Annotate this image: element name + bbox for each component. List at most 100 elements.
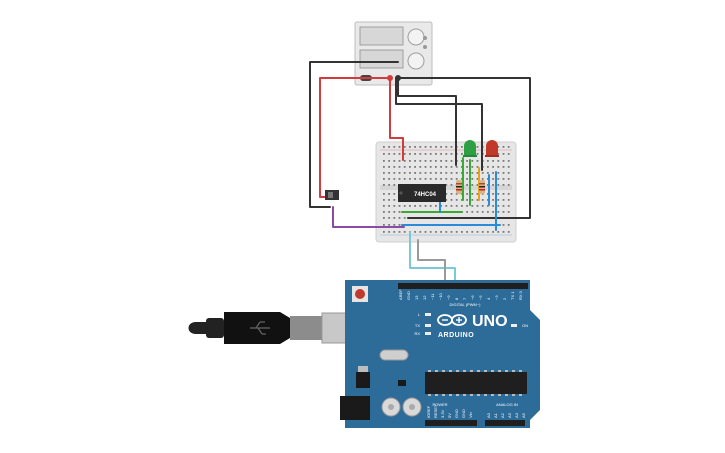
breadboard-hole[interactable]	[502, 205, 505, 207]
breadboard-hole[interactable]	[487, 172, 489, 174]
breadboard-hole[interactable]	[424, 146, 427, 148]
breadboard-hole[interactable]	[403, 217, 406, 219]
breadboard-hole[interactable]	[414, 146, 416, 148]
breadboard-hole[interactable]	[481, 211, 484, 213]
breadboard-hole[interactable]	[455, 166, 458, 168]
breadboard-hole[interactable]	[492, 178, 494, 180]
breadboard-hole[interactable]	[445, 166, 448, 168]
breadboard-hole[interactable]	[466, 172, 468, 174]
breadboard-hole[interactable]	[393, 166, 396, 168]
breadboard-hole[interactable]	[440, 231, 442, 233]
breadboard-hole[interactable]	[393, 172, 396, 174]
wire-red-supply-to-breadboard[interactable]	[389, 77, 404, 161]
breadboard-hole[interactable]	[461, 166, 463, 168]
breadboard-hole[interactable]	[471, 172, 474, 174]
breadboard-hole[interactable]	[388, 146, 390, 148]
breadboard-hole[interactable]	[429, 231, 432, 233]
breadboard-hole[interactable]	[445, 231, 448, 233]
wire-black-to-green-led[interactable]	[397, 77, 457, 166]
breadboard-hole[interactable]	[429, 146, 432, 148]
breadboard-hole[interactable]	[398, 231, 401, 233]
breadboard-hole[interactable]	[476, 211, 479, 213]
breadboard-hole[interactable]	[461, 193, 463, 195]
breadboard-hole[interactable]	[502, 224, 505, 226]
breadboard-hole[interactable]	[403, 205, 406, 207]
breadboard-hole[interactable]	[507, 211, 510, 213]
breadboard-hole[interactable]	[440, 160, 442, 162]
breadboard-hole[interactable]	[497, 160, 500, 162]
breadboard-hole[interactable]	[429, 205, 432, 207]
breadboard-hole[interactable]	[393, 217, 396, 219]
breadboard-hole[interactable]	[461, 231, 463, 233]
wire-cyan-to-arduino[interactable]	[409, 231, 456, 289]
breadboard-hole[interactable]	[492, 231, 494, 233]
breadboard-hole[interactable]	[398, 146, 401, 148]
breadboard-hole[interactable]	[445, 172, 448, 174]
breadboard-hole[interactable]	[466, 205, 468, 207]
breadboard-hole[interactable]	[409, 172, 411, 174]
breadboard-hole[interactable]	[487, 166, 489, 168]
breadboard-hole[interactable]	[450, 146, 453, 148]
breadboard-hole[interactable]	[497, 146, 500, 148]
breadboard-hole[interactable]	[414, 231, 416, 233]
wire-black-to-red-led[interactable]	[395, 77, 483, 171]
breadboard-hole[interactable]	[414, 160, 416, 162]
ic-chip-74hc04[interactable]: 74HC04	[398, 184, 446, 202]
breadboard-hole[interactable]	[466, 199, 468, 201]
breadboard-hole[interactable]	[507, 153, 510, 155]
breadboard-hole[interactable]	[429, 153, 432, 155]
breadboard-hole[interactable]	[435, 146, 437, 148]
breadboard-hole[interactable]	[403, 166, 406, 168]
wires[interactable]	[309, 61, 531, 289]
breadboard-hole[interactable]	[388, 211, 390, 213]
breadboard-hole[interactable]	[429, 160, 432, 162]
breadboard-hole[interactable]	[398, 205, 401, 207]
breadboard-hole[interactable]	[461, 199, 463, 201]
breadboard-hole[interactable]	[403, 172, 406, 174]
breadboard-hole[interactable]	[455, 199, 458, 201]
breadboard-hole[interactable]	[450, 178, 453, 180]
breadboard-hole[interactable]	[424, 231, 427, 233]
breadboard-hole[interactable]	[466, 231, 468, 233]
breadboard-hole[interactable]	[507, 224, 510, 226]
breadboard-hole[interactable]	[393, 160, 396, 162]
breadboard-hole[interactable]	[409, 146, 411, 148]
breadboard-hole[interactable]	[471, 205, 474, 207]
breadboard-hole[interactable]	[497, 199, 500, 201]
breadboard-hole[interactable]	[502, 184, 505, 186]
breadboard-hole[interactable]	[497, 166, 500, 168]
breadboard-hole[interactable]	[487, 160, 489, 162]
breadboard-hole[interactable]	[393, 184, 396, 186]
digital-header[interactable]	[398, 283, 528, 289]
breadboard-hole[interactable]	[476, 166, 479, 168]
breadboard-hole[interactable]	[388, 166, 390, 168]
breadboard-hole[interactable]	[466, 184, 468, 186]
breadboard-hole[interactable]	[471, 184, 474, 186]
breadboard-hole[interactable]	[393, 146, 396, 148]
breadboard-hole[interactable]	[435, 153, 437, 155]
breadboard-hole[interactable]	[450, 231, 453, 233]
breadboard-hole[interactable]	[476, 184, 479, 186]
breadboard-hole[interactable]	[409, 160, 411, 162]
breadboard-hole[interactable]	[471, 178, 474, 180]
breadboard-hole[interactable]	[445, 160, 448, 162]
breadboard-hole[interactable]	[487, 193, 489, 195]
breadboard-hole[interactable]	[388, 205, 390, 207]
breadboard-hole[interactable]	[393, 193, 396, 195]
breadboard-hole[interactable]	[461, 172, 463, 174]
resistor-right[interactable]	[479, 180, 485, 194]
breadboard-hole[interactable]	[507, 178, 510, 180]
breadboard-hole[interactable]	[461, 160, 463, 162]
breadboard-hole[interactable]	[455, 172, 458, 174]
wire-gray-to-arduino[interactable]	[417, 239, 446, 289]
breadboard-hole[interactable]	[487, 199, 489, 201]
breadboard-hole[interactable]	[497, 153, 500, 155]
breadboard-hole[interactable]	[492, 199, 494, 201]
breadboard-hole[interactable]	[383, 211, 385, 213]
breadboard-hole[interactable]	[440, 205, 442, 207]
breadboard-hole[interactable]	[388, 172, 390, 174]
breadboard-hole[interactable]	[388, 193, 390, 195]
breadboard-hole[interactable]	[403, 178, 406, 180]
breadboard-hole[interactable]	[409, 205, 411, 207]
